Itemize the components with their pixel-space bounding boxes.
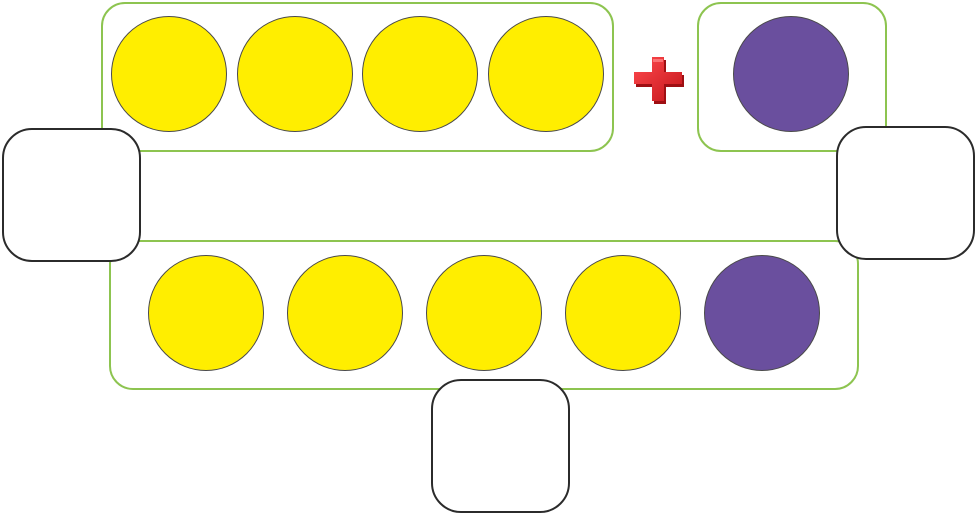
counter-yellow	[362, 16, 478, 132]
answer-box-left[interactable]	[2, 128, 141, 262]
counter-yellow	[488, 16, 604, 132]
counter-yellow	[237, 16, 353, 132]
counter-yellow	[148, 255, 264, 371]
answer-box-right[interactable]	[836, 126, 975, 260]
answer-box-bottom[interactable]	[431, 379, 570, 513]
counter-yellow	[111, 16, 227, 132]
counter-yellow	[565, 255, 681, 371]
counter-purple	[704, 255, 820, 371]
plus-icon	[634, 57, 684, 104]
counter-yellow	[287, 255, 403, 371]
counter-yellow	[426, 255, 542, 371]
counter-purple	[733, 16, 849, 132]
